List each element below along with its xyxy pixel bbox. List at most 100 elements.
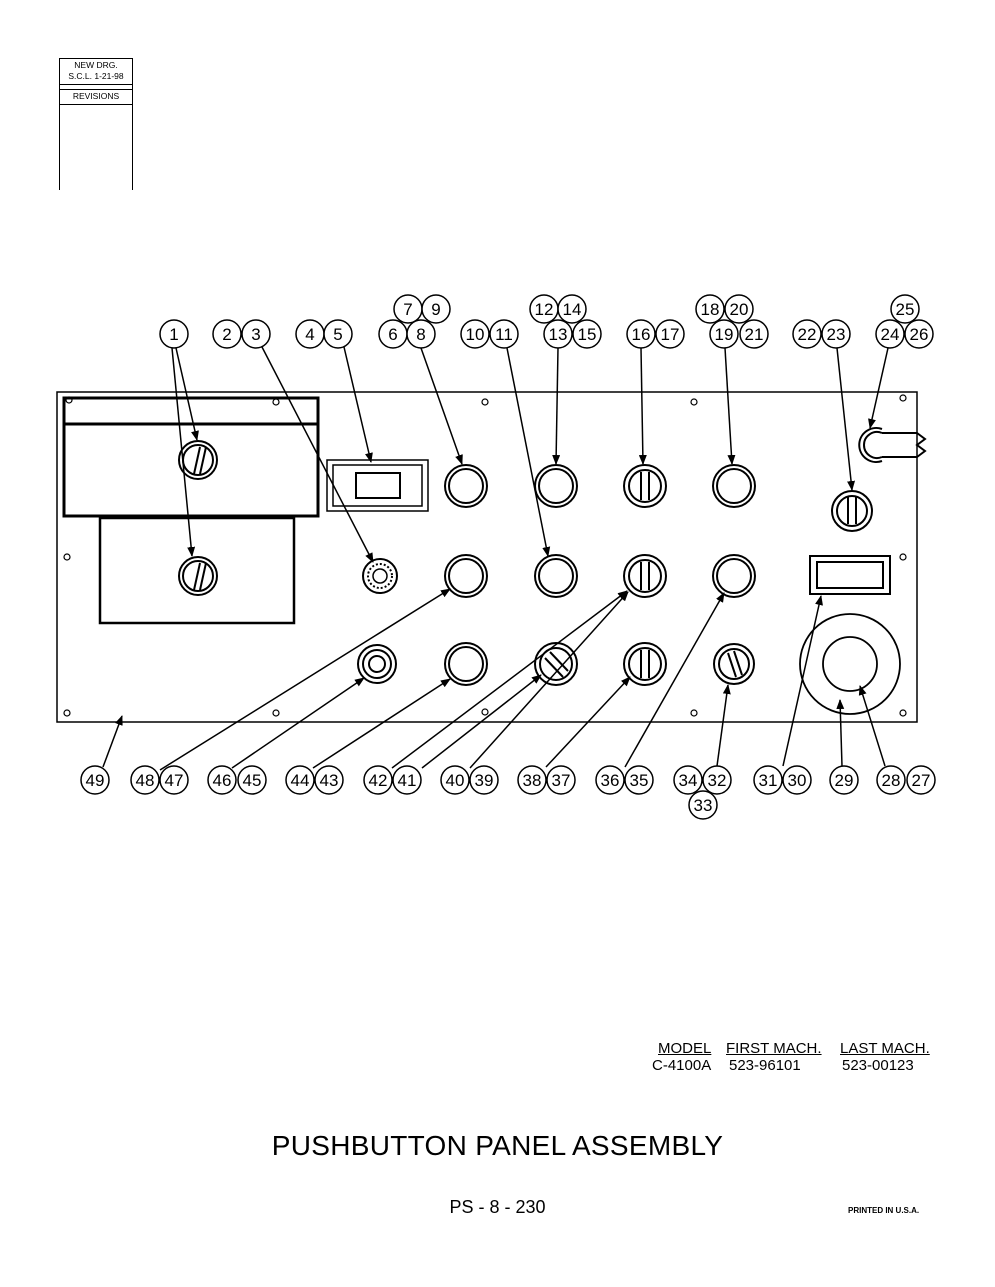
callouts-bottom: 27 28 29 30 31 32 33 34 35 36 37 38 39 4… xyxy=(80,765,936,820)
revisions-label: REVISIONS xyxy=(60,89,132,104)
lower-enclosure xyxy=(98,516,296,625)
callout-bubble: 46 xyxy=(207,765,237,795)
callout-bubble: 15 xyxy=(572,319,602,349)
callout-bubble: 36 xyxy=(595,765,625,795)
emergency-stop-27-29 xyxy=(799,613,901,715)
callout-26: 26 xyxy=(910,325,929,344)
callout-bubble: 48 xyxy=(130,765,160,795)
callout-bubble: 27 xyxy=(906,765,936,795)
callout-20: 20 xyxy=(730,300,749,319)
callout-bubble: 24 xyxy=(875,319,905,349)
callout-3: 3 xyxy=(251,325,260,344)
callout-bubble: 16 xyxy=(626,319,656,349)
cable-grip xyxy=(858,427,927,463)
selector-switch-lower xyxy=(178,556,218,596)
selector-41-42 xyxy=(534,642,578,686)
callout-1: 1 xyxy=(169,325,178,344)
callout-24: 24 xyxy=(881,325,900,344)
callout-19: 19 xyxy=(715,325,734,344)
page-number: PS - 8 - 230 xyxy=(449,1197,546,1217)
callout-bubble: 32 xyxy=(702,765,732,795)
printed-notice: PRINTED IN U.S.A. xyxy=(848,1206,920,1215)
callout-bubble: 42 xyxy=(363,765,393,795)
callout-39: 39 xyxy=(475,771,494,790)
callout-bubble: 45 xyxy=(237,765,267,795)
callout-bubble: 2 xyxy=(212,319,242,349)
callout-bubble: 43 xyxy=(314,765,344,795)
callout-44: 44 xyxy=(291,771,310,790)
callout-bubble: 37 xyxy=(546,765,576,795)
callout-4: 4 xyxy=(305,325,314,344)
callout-bubble: 21 xyxy=(739,319,769,349)
callout-bubble: 39 xyxy=(469,765,499,795)
callout-bubble: 40 xyxy=(440,765,470,795)
callout-bubble: 34 xyxy=(673,765,703,795)
callout-30: 30 xyxy=(788,771,807,790)
callout-36: 36 xyxy=(601,771,620,790)
callout-bubble: 44 xyxy=(285,765,315,795)
selector-32-34 xyxy=(713,643,755,685)
revision-new-drawing: NEW DRG. S.C.L. 1-21-98 xyxy=(60,58,132,84)
model-table-row: C-4100A 523-96101 523-00123 xyxy=(652,1057,930,1074)
pushbutton-35-36 xyxy=(712,554,756,598)
callout-25: 25 xyxy=(896,300,915,319)
pushbutton-10-11 xyxy=(534,554,578,598)
counter-window-30-31 xyxy=(809,555,891,595)
pushbutton-45-46 xyxy=(357,644,397,684)
callout-31: 31 xyxy=(759,771,778,790)
callout-bubble: 13 xyxy=(543,319,573,349)
model-table-header: MODEL FIRST MACH. LAST MACH. xyxy=(652,1040,930,1057)
callout-28: 28 xyxy=(882,771,901,790)
revision-line-1: NEW DRG. xyxy=(74,60,118,70)
callout-9: 9 xyxy=(431,300,440,319)
callout-bubble: 5 xyxy=(323,319,353,349)
callout-bubble: 28 xyxy=(876,765,906,795)
pushbutton-6-9 xyxy=(444,464,488,508)
callout-49: 49 xyxy=(86,771,105,790)
callout-bubble: 12 xyxy=(529,294,559,324)
pushbutton-43-44 xyxy=(444,642,488,686)
leader-lines-bottom xyxy=(102,588,886,771)
callout-bubble: 35 xyxy=(624,765,654,795)
callout-33: 33 xyxy=(694,796,713,815)
last-mach-value: 523-00123 xyxy=(842,1057,914,1074)
callout-47: 47 xyxy=(165,771,184,790)
selector-39-40 xyxy=(623,554,667,598)
pushbutton-18-21 xyxy=(712,464,756,508)
callout-bubble: 38 xyxy=(517,765,547,795)
callout-bubble: 8 xyxy=(406,319,436,349)
callout-bubble: 31 xyxy=(753,765,783,795)
first-mach-value: 523-96101 xyxy=(729,1057,801,1074)
callout-14: 14 xyxy=(563,300,582,319)
callout-15: 15 xyxy=(578,325,597,344)
callout-bubble: 30 xyxy=(782,765,812,795)
callout-bubble: 19 xyxy=(709,319,739,349)
callout-bubble: 4 xyxy=(295,319,325,349)
pushbutton-47-48 xyxy=(444,554,488,598)
callout-45: 45 xyxy=(243,771,262,790)
callout-bubble: 7 xyxy=(393,294,423,324)
revision-divider xyxy=(60,84,132,89)
pilot-light xyxy=(362,558,398,594)
callout-bubble: 11 xyxy=(489,319,519,349)
revision-line-2: S.C.L. 1-21-98 xyxy=(68,71,124,81)
callout-32: 32 xyxy=(708,771,727,790)
callout-17: 17 xyxy=(661,325,680,344)
selector-16-17 xyxy=(623,464,667,508)
callout-bubble: 26 xyxy=(904,319,934,349)
callout-bubble: 33 xyxy=(688,790,718,820)
callout-18: 18 xyxy=(701,300,720,319)
callout-bubble: 6 xyxy=(378,319,408,349)
selector-37-38 xyxy=(623,642,667,686)
model-header: MODEL xyxy=(658,1040,712,1057)
callout-43: 43 xyxy=(320,771,339,790)
callout-48: 48 xyxy=(136,771,155,790)
leader-lines-top xyxy=(171,346,889,563)
callout-bubble: 18 xyxy=(695,294,725,324)
last-mach-header: LAST MACH. xyxy=(840,1040,930,1057)
callout-35: 35 xyxy=(630,771,649,790)
callout-bubble: 14 xyxy=(557,294,587,324)
callout-46: 46 xyxy=(213,771,232,790)
callout-8: 8 xyxy=(416,325,425,344)
